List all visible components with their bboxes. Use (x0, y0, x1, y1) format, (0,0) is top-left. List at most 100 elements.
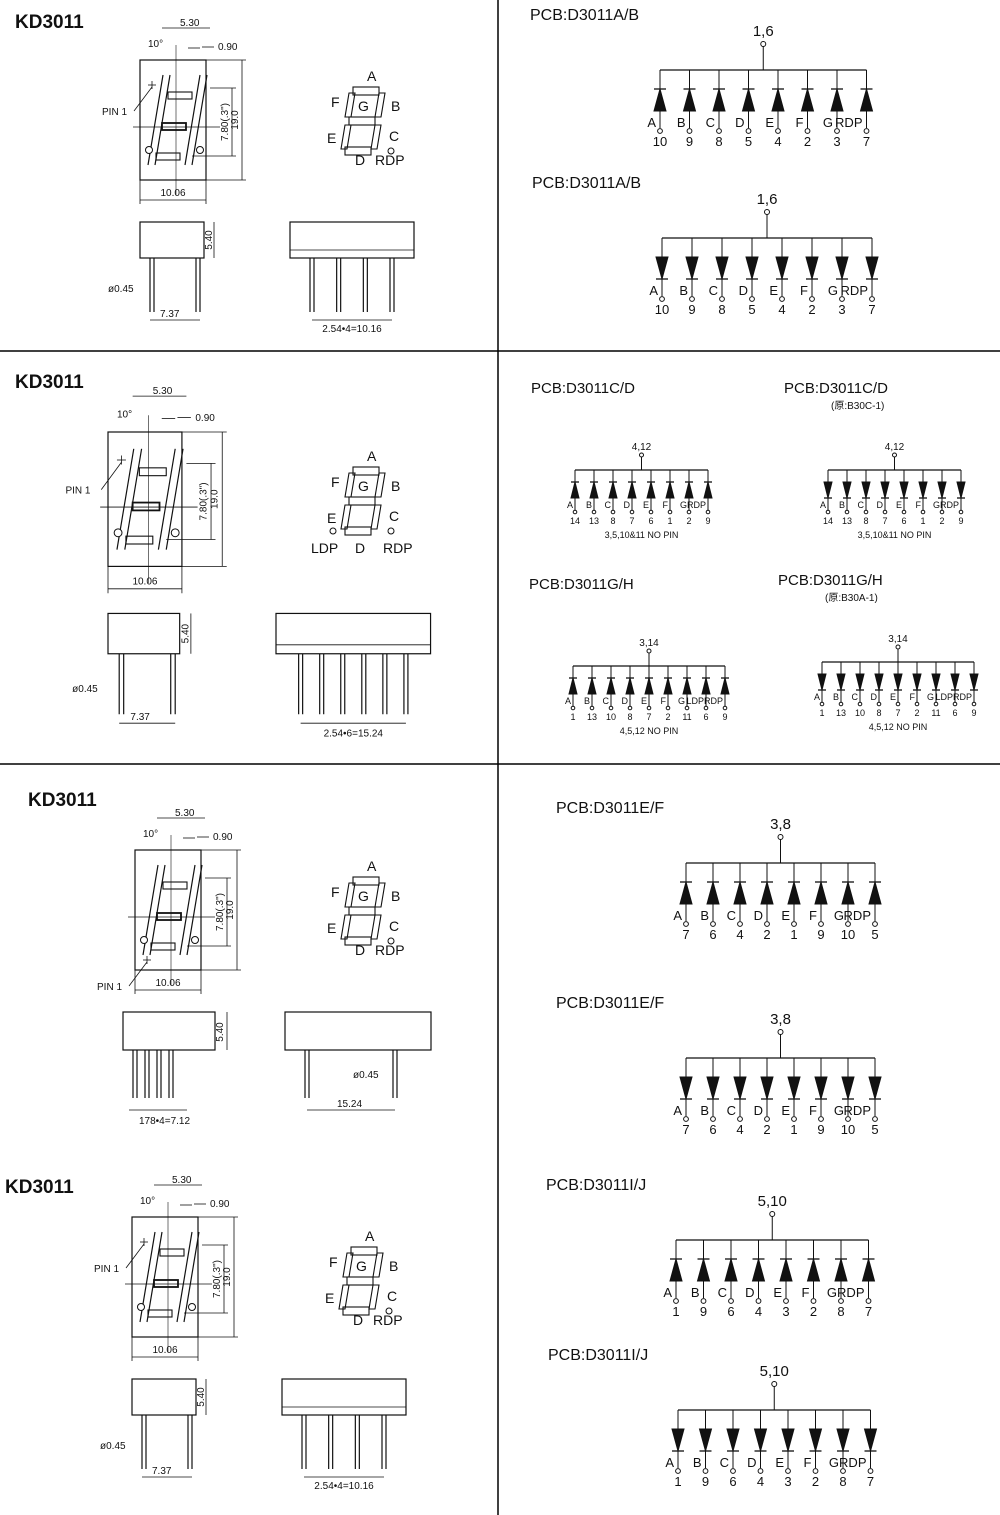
pin-dot (710, 921, 716, 927)
digit-outline (191, 74, 208, 166)
section-title: KD3011 (28, 790, 97, 811)
pin-dot (876, 701, 882, 707)
segment-e (340, 124, 352, 150)
segment-lead-label: E (765, 115, 774, 130)
pin-number: 13 (836, 708, 846, 718)
pin-dot (952, 701, 958, 707)
digit-outline (165, 448, 184, 550)
pin-number: 6 (727, 1304, 734, 1319)
diode-symbol (663, 677, 673, 695)
diode-symbol (806, 1257, 821, 1282)
pin-dot (610, 509, 616, 515)
segment-c (370, 504, 382, 530)
pin-dot (764, 921, 770, 927)
segment-bar (153, 1279, 179, 1288)
segment-lead-label: E (643, 500, 649, 510)
segment-bar (138, 467, 167, 477)
side-body (131, 1378, 197, 1416)
pin-dot (791, 921, 797, 927)
segment-lead-label: F (804, 1455, 812, 1470)
diode-symbol (868, 880, 882, 905)
segment-bar (161, 122, 187, 131)
pin-number: 7 (867, 1474, 874, 1489)
pin-dot (779, 296, 785, 302)
pcb-label: PCB:D3011E/F (556, 800, 664, 817)
segment-lead-label: F (809, 1103, 817, 1118)
pin-dot (764, 1116, 770, 1122)
pin-number: 13 (842, 516, 852, 526)
pin-dot (901, 509, 907, 515)
rdp-dot (387, 527, 395, 535)
pin-dot (845, 921, 851, 927)
segment-label: F (331, 474, 340, 490)
segment-lead-label: G (678, 696, 685, 706)
segment-label: RDP (373, 1312, 403, 1328)
segment-label: D (353, 1312, 363, 1328)
segment-lead-label: C (852, 692, 859, 702)
segment-lead-label: B (700, 908, 709, 923)
pin-number: 8 (839, 1474, 846, 1489)
pin-dot (591, 509, 597, 515)
dim-thickness: 5.40 (215, 1022, 226, 1042)
leader-line (128, 961, 148, 987)
common-pin-dot (639, 452, 644, 458)
dim-thickness: 5.40 (204, 230, 215, 250)
pin-number: 2 (686, 516, 691, 526)
segment-label: RDP (383, 540, 413, 556)
pin-number: 10 (841, 927, 855, 942)
segment-lead-label: D (739, 283, 748, 298)
diode-symbol (644, 677, 654, 695)
segment-lead-label: E (641, 696, 647, 706)
segment-lead-label: C (858, 500, 865, 510)
segment-lead-label: F (663, 500, 669, 510)
pin-number: 7 (895, 708, 900, 718)
pin-dot (863, 128, 870, 134)
pin-number: 11 (931, 708, 940, 718)
pcb-sub-label: (原:B30A-1) (825, 592, 878, 604)
pin-number: 6 (729, 1474, 736, 1489)
pin1-label: PIN 1 (65, 486, 90, 497)
segment-label: B (391, 478, 400, 494)
pin-number: 5 (748, 302, 755, 317)
pin-number: 2 (804, 134, 811, 149)
pin-number: 5 (871, 927, 878, 942)
pin-dot (869, 296, 875, 302)
dim-seg-width: 0.90 (210, 1199, 230, 1210)
segment-lead-label: RDP (704, 696, 723, 706)
dim-pin-diameter: ø0.45 (108, 284, 134, 295)
pcb-label: PCB:D3011C/D (784, 380, 888, 397)
segment-lead-label: D (871, 692, 878, 702)
dp-dot (140, 936, 148, 944)
common-pin-label: 4,12 (632, 442, 652, 453)
segment-lead-label: LDP (686, 696, 704, 706)
segment-lead-label: A (820, 500, 826, 510)
pin-number: 1 (920, 516, 925, 526)
dim-width-top: 5.30 (180, 18, 200, 29)
diode-symbol (841, 880, 855, 905)
diode-symbol (715, 256, 729, 281)
pin-dot (882, 509, 888, 515)
pin-dot (838, 701, 844, 707)
segment-label: C (389, 508, 399, 524)
pin-number: 6 (648, 516, 653, 526)
segment-lead-label: A (673, 1103, 682, 1118)
pin1-label: PIN 1 (94, 1264, 119, 1275)
common-pin-dot (769, 1211, 776, 1217)
segment-lead-label: E (781, 1103, 790, 1118)
diode-symbol (834, 1257, 848, 1282)
common-pin-dot (777, 1029, 784, 1035)
common-pin-dot (646, 648, 652, 654)
segment-b (374, 472, 386, 498)
segment-g (348, 496, 376, 506)
segment-lead-label: B (586, 500, 592, 510)
segment-f (342, 1252, 354, 1278)
segment-bar (125, 535, 154, 545)
pin-dot (838, 1298, 844, 1304)
diode-symbol (706, 1076, 720, 1101)
diode-symbol (836, 673, 846, 691)
pin-number: 3 (784, 1474, 791, 1489)
